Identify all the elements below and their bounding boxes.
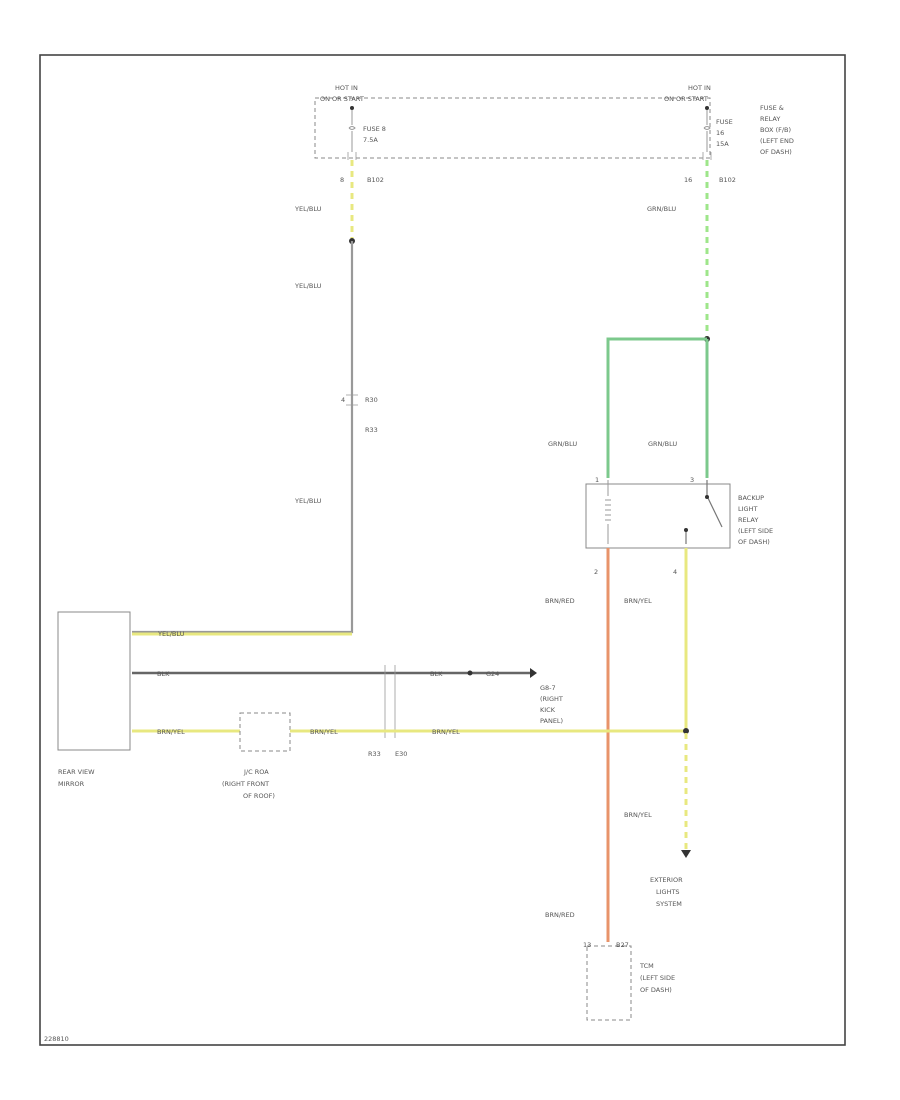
exterior-label-3: SYSTEM: [656, 900, 682, 908]
conn-e30-label: E30: [395, 750, 407, 758]
exterior-label-2: LIGHTS: [656, 888, 680, 896]
backup-light-relay-box: [585, 483, 731, 549]
exterior-label-1: EXTERIOR: [650, 876, 683, 884]
conn-b102-label: B102: [367, 176, 384, 184]
fuse-b-top-dot: [705, 106, 709, 110]
relay-out-contact: [684, 528, 688, 532]
tcm-label-2: (LEFT SIDE: [640, 974, 675, 982]
relay-switch-contact: [705, 495, 709, 499]
relay-pin-4: 4: [673, 568, 677, 576]
wire-yelblu-mid: [132, 241, 354, 634]
fuse-relay-box-line-4: (LEFT END: [760, 137, 794, 145]
ground-splice: [467, 670, 473, 676]
wire-grnblu-relay-left: [606, 337, 707, 478]
conn-b27-label: B27: [616, 941, 629, 949]
relay-switch: [685, 480, 723, 544]
fuse-a-label: FUSE 8: [363, 125, 386, 133]
pin-8-label: 8: [340, 176, 344, 184]
fuse-b-symbol: [703, 110, 711, 152]
wire-label-grnblu-1: GRN/BLU: [647, 205, 676, 213]
wire-label-brnred-1: BRN/RED: [545, 597, 575, 605]
ground-label-2: (RIGHT: [540, 695, 563, 703]
relay-pin-1: 1: [595, 476, 599, 484]
relay-label-3: RELAY: [738, 516, 758, 524]
fuse-relay-box-line-2: RELAY: [760, 115, 780, 123]
wire-label-brnyel-mirror: BRN/YEL: [157, 728, 185, 736]
tcm-label-1: TCM: [639, 962, 654, 970]
ground-label-4: PANEL): [540, 717, 563, 725]
relay-label-5: OF DASH): [738, 538, 770, 546]
splice-brnyel: [683, 728, 689, 734]
figure-id: 228810: [44, 1035, 69, 1043]
relay-label-4: (LEFT SIDE: [738, 527, 773, 535]
ground-label-1: G8-7: [540, 684, 556, 692]
fuse-b-label: FUSE: [716, 118, 733, 126]
rear-view-mirror-box: [57, 611, 131, 751]
wire-label-grnblu-2: GRN/BLU: [548, 440, 577, 448]
pin-4-label: 4: [341, 396, 345, 404]
hot-in-label-1: HOT IN: [335, 84, 358, 92]
relay-label-2: LIGHT: [738, 505, 757, 513]
conn-r33b-label: R33: [368, 750, 381, 758]
connector-blk: [384, 665, 396, 738]
wire-label-brnyel-1: BRN/YEL: [624, 597, 652, 605]
wire-label-brnyel-4: BRN/YEL: [624, 811, 652, 819]
wire-label-yelblu-mirror: YEL/BLU: [157, 630, 185, 638]
jc-roa-box: [239, 712, 291, 752]
wire-label-brnyel-2: BRN/YEL: [310, 728, 338, 736]
wire-label-yelblu-1: YEL/BLU: [294, 205, 322, 213]
rear-mirror-label-1: REAR VIEW: [58, 768, 95, 776]
wire-label-blk-2: BLK: [430, 670, 443, 678]
wire-label-yelblu-3: YEL/BLU: [294, 497, 322, 505]
wire-label-brnyel-3: BRN/YEL: [432, 728, 460, 736]
conn-r33-label: R33: [365, 426, 378, 434]
ground-label-3: KICK: [540, 706, 556, 714]
connector-r30: [346, 394, 358, 406]
ground-g24-label: G24: [486, 670, 499, 678]
fuse-relay-box-line-1: FUSE &: [760, 104, 784, 112]
fuse-relay-box-line-3: BOX (F/B): [760, 126, 791, 134]
fuse-a-amp: 7.5A: [363, 136, 378, 144]
diagram-frame: [39, 54, 846, 1046]
wire-label-blk-1: BLK: [157, 670, 170, 678]
relay-label-1: BACKUP: [738, 494, 764, 502]
fuse-b-connector: [702, 152, 712, 160]
tcm-pin-label: 13: [583, 941, 591, 949]
hot-in-label-2: HOT IN: [688, 84, 711, 92]
conn-r30-label: R30: [365, 396, 378, 404]
fuse-relay-box-line-5: OF DASH): [760, 148, 792, 156]
fuse-b-amp: 15A: [716, 140, 729, 148]
tcm-box: [586, 945, 632, 1021]
jc-label-2: (RIGHT FRONT: [222, 780, 269, 788]
jc-label-1: J/C ROA: [243, 768, 269, 776]
hot-in-label-1b: ON OR START: [320, 95, 364, 103]
fuse-a-symbol: [348, 110, 356, 152]
hot-in-label-2b: ON OR START: [664, 95, 708, 103]
wire-label-brnred-2: BRN/RED: [545, 911, 575, 919]
relay-pin-2: 2: [594, 568, 598, 576]
relay-pin-3: 3: [690, 476, 694, 484]
tcm-label-3: OF DASH): [640, 986, 672, 994]
fuse-a-top-dot: [350, 106, 354, 110]
fuse-b-number: 16: [716, 129, 724, 137]
fuse-a-connector: [347, 152, 357, 160]
rear-mirror-label-2: MIRROR: [58, 780, 85, 788]
wire-label-yelblu-2: YEL/BLU: [294, 282, 322, 290]
jc-label-3: OF ROOF): [243, 792, 275, 800]
ground-symbol: [530, 668, 537, 678]
pin-16-label: 16: [684, 176, 692, 184]
fuse-relay-box-outline: [314, 97, 711, 159]
wire-label-grnblu-3: GRN/BLU: [648, 440, 677, 448]
conn-b102b-label: B102: [719, 176, 736, 184]
relay-coil: [605, 480, 611, 544]
exterior-arrow: [681, 850, 691, 858]
